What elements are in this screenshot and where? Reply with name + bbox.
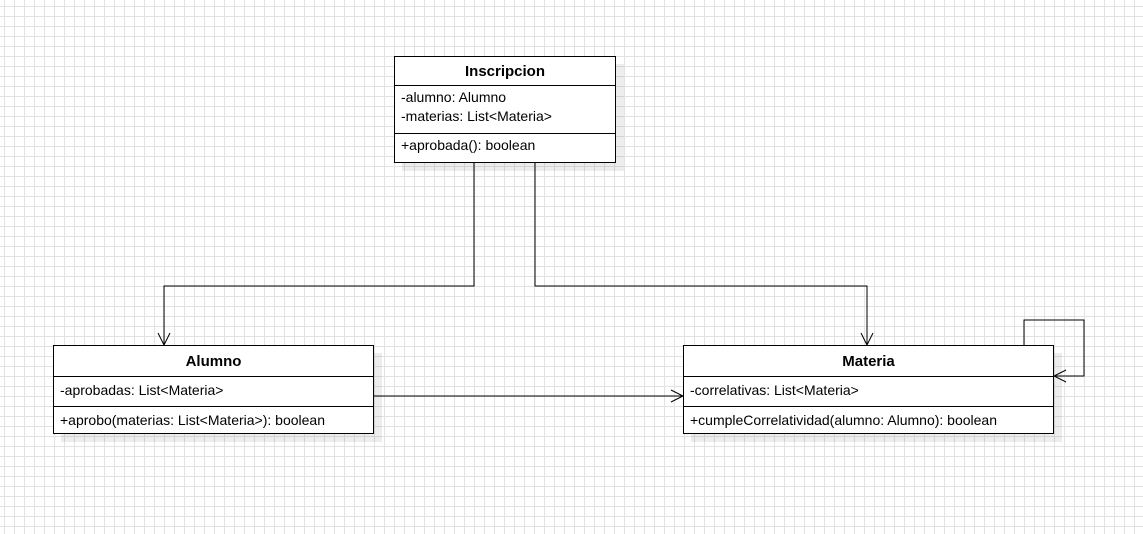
attribute: -materias: List<Materia> [401, 108, 552, 124]
attribute: -alumno: Alumno [401, 89, 507, 105]
class-materia[interactable]: Materia -correlativas: List<Materia> +cu… [683, 345, 1054, 434]
association-alumno-materia[interactable] [374, 389, 685, 403]
association-materia-self[interactable] [1023, 319, 1085, 383]
class-name: Materia [684, 346, 1053, 377]
attribute: -aprobadas: List<Materia> [60, 382, 224, 398]
class-methods: +cumpleCorrelatividad(alumno: Alumno): b… [684, 407, 1053, 432]
class-attributes: -aprobadas: List<Materia> [54, 377, 373, 407]
class-methods: +aprobo(materias: List<Materia>): boolea… [54, 407, 373, 432]
class-inscripcion[interactable]: Inscripcion -alumno: Alumno -materias: L… [394, 56, 616, 163]
method: +aprobo(materias: List<Materia>): boolea… [60, 412, 325, 428]
class-name: Inscripcion [395, 57, 615, 86]
class-attributes: -alumno: Alumno -materias: List<Materia> [395, 86, 615, 134]
open-arrowhead-icon [1052, 369, 1067, 383]
class-attributes: -correlativas: List<Materia> [684, 377, 1053, 407]
method: +cumpleCorrelatividad(alumno: Alumno): b… [690, 412, 998, 428]
class-alumno[interactable]: Alumno -aprobadas: List<Materia> +aprobo… [53, 345, 374, 434]
association-inscripcion-alumno[interactable] [157, 163, 475, 347]
class-name: Alumno [54, 346, 373, 377]
method: +aprobada(): boolean [401, 137, 536, 153]
class-methods: +aprobada(): boolean [395, 134, 615, 157]
attribute: -correlativas: List<Materia> [690, 382, 859, 398]
association-inscripcion-materia[interactable] [534, 163, 874, 347]
